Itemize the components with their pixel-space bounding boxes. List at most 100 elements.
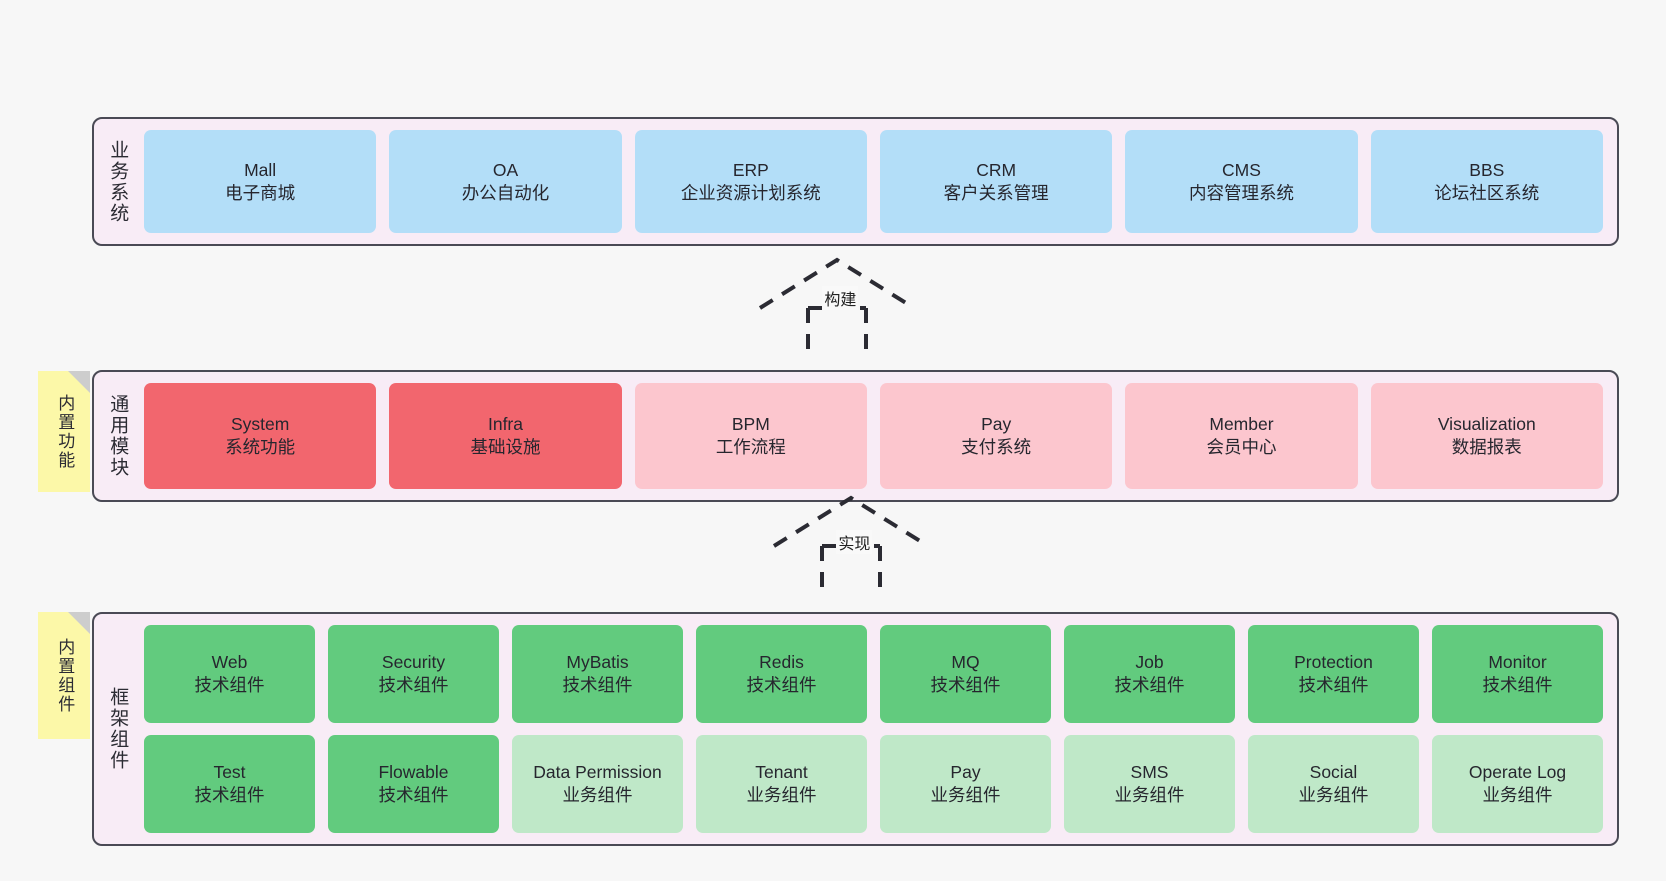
card-title-cn: 电子商城 — [225, 182, 296, 203]
card-protection[interactable]: Protection 技术组件 — [1248, 625, 1419, 723]
layer-business-system: 业务系统 Mall 电子商城 OA 办公自动化 ERP 企业资源计划系统 CRM… — [92, 117, 1619, 246]
layer-common-modules: 通用模块 System 系统功能 Infra 基础设施 BPM 工作流程 Pay… — [92, 370, 1619, 502]
card-title-en: Tenant — [755, 762, 808, 783]
card-title-cn: 业务组件 — [1298, 785, 1369, 805]
card-social[interactable]: Social 业务组件 — [1248, 735, 1419, 833]
card-mybatis[interactable]: MyBatis 技术组件 — [512, 625, 683, 723]
card-title-en: BPM — [731, 414, 770, 435]
card-oa[interactable]: OA 办公自动化 — [389, 130, 622, 233]
card-title-en: ERP — [732, 159, 769, 180]
card-title-cn: 技术组件 — [194, 675, 265, 695]
card-title-en: Redis — [759, 652, 804, 673]
card-title-cn: 技术组件 — [562, 675, 633, 695]
card-title-en: MyBatis — [566, 652, 629, 673]
card-member[interactable]: Member 会员中心 — [1125, 383, 1358, 489]
card-infra[interactable]: Infra 基础设施 — [389, 383, 622, 489]
card-title-en: CRM — [976, 159, 1017, 180]
card-title-en: BBS — [1469, 159, 1505, 180]
card-title-en: Test — [213, 762, 246, 783]
card-title-cn: 支付系统 — [961, 437, 1032, 457]
card-monitor[interactable]: Monitor 技术组件 — [1432, 625, 1603, 723]
card-job[interactable]: Job 技术组件 — [1064, 625, 1235, 723]
layer-title-modules: 通用模块 — [107, 394, 129, 478]
card-title-cn: 技术组件 — [930, 675, 1001, 695]
business-card-grid: Mall 电子商城 OA 办公自动化 ERP 企业资源计划系统 CRM 客户关系… — [140, 119, 1617, 244]
framework-card-row-technical: Web 技术组件 Security 技术组件 MyBatis 技术组件 Redi… — [144, 625, 1603, 723]
card-bpm[interactable]: BPM 工作流程 — [634, 383, 867, 489]
card-flowable[interactable]: Flowable 技术组件 — [328, 735, 499, 833]
card-title-cn: 技术组件 — [378, 785, 449, 805]
card-crm[interactable]: CRM 客户关系管理 — [879, 130, 1113, 233]
card-system[interactable]: System 系统功能 — [144, 383, 377, 489]
card-title-cn: 业务组件 — [1114, 785, 1185, 805]
card-title-en: Mall — [244, 159, 277, 180]
card-pay-component[interactable]: Pay 业务组件 — [880, 735, 1051, 833]
layer-title-business: 业务系统 — [107, 139, 129, 224]
card-title-cn: 基础设施 — [470, 437, 541, 457]
card-title-cn: 业务组件 — [562, 785, 633, 805]
framework-card-grid: Web 技术组件 Security 技术组件 MyBatis 技术组件 Redi… — [140, 614, 1617, 844]
card-title-en: Security — [381, 652, 446, 673]
card-title-cn: 内容管理系统 — [1188, 182, 1294, 203]
connector-realize: 实现 — [766, 494, 936, 588]
card-title-en: Visualization — [1437, 414, 1536, 435]
card-web[interactable]: Web 技术组件 — [144, 625, 315, 723]
card-title-cn: 技术组件 — [378, 675, 449, 695]
card-title-en: SMS — [1130, 762, 1169, 783]
card-data-permission[interactable]: Data Permission 业务组件 — [512, 735, 683, 833]
business-card-row: Mall 电子商城 OA 办公自动化 ERP 企业资源计划系统 CRM 客户关系… — [144, 130, 1603, 233]
card-title-en: Pay — [981, 414, 1012, 435]
card-title-en: System — [230, 414, 290, 435]
card-title-cn: 系统功能 — [225, 437, 296, 457]
card-title-en: Infra — [487, 414, 523, 435]
card-sms[interactable]: SMS 业务组件 — [1064, 735, 1235, 833]
layer-title-framework: 框架组件 — [107, 687, 129, 771]
card-title-en: Social — [1309, 762, 1358, 783]
card-title-cn: 会员中心 — [1206, 437, 1277, 457]
card-erp[interactable]: ERP 企业资源计划系统 — [634, 130, 867, 233]
sticky-note-label: 内置功能 — [55, 393, 75, 470]
card-pay-module[interactable]: Pay 支付系统 — [879, 383, 1113, 489]
card-test[interactable]: Test 技术组件 — [144, 735, 315, 833]
card-title-cn: 技术组件 — [194, 785, 265, 805]
card-title-en: OA — [492, 159, 519, 180]
card-mall[interactable]: Mall 电子商城 — [144, 130, 377, 233]
card-title-cn: 工作流程 — [715, 437, 786, 457]
card-title-en: Flowable — [378, 762, 449, 783]
card-bbs[interactable]: BBS 论坛社区系统 — [1370, 130, 1603, 233]
sticky-note-builtin-components: 内置组件 — [38, 612, 90, 739]
card-title-cn: 业务组件 — [930, 785, 1001, 805]
card-title-en: Web — [211, 652, 248, 673]
card-title-cn: 业务组件 — [1482, 785, 1553, 805]
card-tenant[interactable]: Tenant 业务组件 — [696, 735, 867, 833]
card-title-cn: 技术组件 — [1298, 675, 1369, 695]
card-operate-log[interactable]: Operate Log 业务组件 — [1432, 735, 1603, 833]
card-title-cn: 办公自动化 — [461, 182, 550, 203]
card-cms[interactable]: CMS 内容管理系统 — [1125, 130, 1358, 233]
layer-framework-components: 框架组件 Web 技术组件 Security 技术组件 MyBatis 技术组件… — [92, 612, 1619, 846]
card-mq[interactable]: MQ 技术组件 — [880, 625, 1051, 723]
card-title-cn: 数据报表 — [1451, 437, 1522, 457]
card-title-en: Operate Log — [1468, 762, 1567, 783]
card-title-cn: 论坛社区系统 — [1434, 182, 1540, 203]
card-title-cn: 客户关系管理 — [943, 182, 1049, 203]
card-title-cn: 企业资源计划系统 — [680, 182, 821, 203]
card-title-en: CMS — [1222, 159, 1261, 180]
card-title-cn: 技术组件 — [746, 675, 817, 695]
card-title-en: Protection — [1294, 652, 1373, 673]
connector-build: 构建 — [752, 256, 922, 350]
card-title-en: Pay — [950, 762, 981, 783]
card-title-cn: 技术组件 — [1114, 675, 1185, 695]
card-security[interactable]: Security 技术组件 — [328, 625, 499, 723]
sticky-note-builtin-features: 内置功能 — [38, 371, 90, 492]
connector-realize-label: 实现 — [836, 530, 873, 554]
card-title-en: Monitor — [1488, 652, 1547, 673]
card-visualization[interactable]: Visualization 数据报表 — [1370, 383, 1603, 489]
card-title-en: Job — [1135, 652, 1164, 673]
modules-card-row: System 系统功能 Infra 基础设施 BPM 工作流程 Pay 支付系统… — [144, 383, 1603, 489]
card-redis[interactable]: Redis 技术组件 — [696, 625, 867, 723]
card-title-en: Member — [1209, 414, 1274, 435]
card-title-en: Data Permission — [533, 762, 662, 783]
framework-card-row-business: Test 技术组件 Flowable 技术组件 Data Permission … — [144, 735, 1603, 833]
modules-card-grid: System 系统功能 Infra 基础设施 BPM 工作流程 Pay 支付系统… — [140, 372, 1617, 500]
